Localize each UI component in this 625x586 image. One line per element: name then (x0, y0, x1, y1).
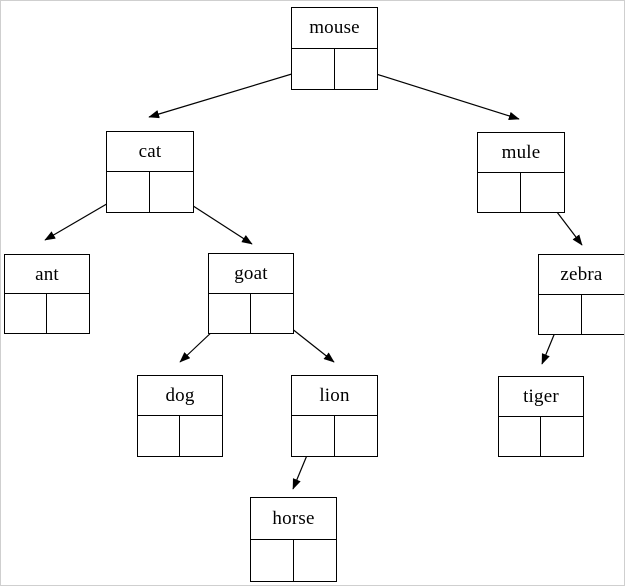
tree-node-label: goat (209, 254, 293, 294)
tree-node-cat: cat (106, 131, 194, 213)
tree-node-pointer-cells (539, 294, 625, 335)
right-pointer-cell (521, 173, 564, 213)
tree-node-label: zebra (539, 255, 624, 295)
tree-node-label: lion (292, 376, 377, 416)
tree-node-pointer-cells (209, 293, 293, 334)
left-pointer-cell (138, 416, 180, 456)
tree-node-pointer-cells (138, 416, 222, 456)
right-pointer-cell (335, 49, 378, 90)
tree-node-label: ant (5, 255, 89, 294)
right-pointer-cell (47, 294, 89, 333)
right-pointer-cell (150, 172, 193, 212)
tree-node-goat: goat (208, 253, 294, 334)
tree-node-label: cat (107, 132, 193, 172)
tree-node-mouse: mouse (291, 7, 378, 90)
left-pointer-cell (209, 293, 251, 333)
tree-node-mule: mule (477, 132, 565, 213)
left-pointer-cell (107, 172, 150, 212)
tree-node-dog: dog (137, 375, 223, 457)
left-pointer-cell (539, 294, 582, 334)
right-pointer-cell (251, 294, 293, 334)
tree-node-pointer-cells (292, 416, 377, 456)
tree-node-label: horse (251, 498, 336, 540)
tree-node-pointer-cells (499, 416, 583, 457)
tree-node-zebra: zebra (538, 254, 625, 335)
tree-node-pointer-cells (478, 172, 564, 213)
right-pointer-cell (582, 295, 625, 335)
right-pointer-cell (180, 416, 222, 456)
tree-node-label: mule (478, 133, 564, 173)
left-pointer-cell (292, 48, 335, 89)
left-pointer-cell (478, 172, 521, 212)
tree-node-pointer-cells (251, 539, 337, 582)
left-pointer-cell (292, 416, 335, 456)
left-pointer-cell (499, 416, 541, 456)
right-pointer-cell (294, 540, 337, 582)
tree-node-lion: lion (291, 375, 378, 457)
left-pointer-cell (251, 539, 294, 581)
tree-node-pointer-cells (5, 294, 89, 333)
tree-node-ant: ant (4, 254, 90, 334)
right-pointer-cell (335, 416, 378, 456)
tree-node-pointer-cells (292, 48, 378, 90)
tree-node-label: tiger (499, 377, 583, 417)
tree-node-pointer-cells (107, 172, 193, 212)
right-pointer-cell (541, 417, 583, 457)
tree-edge-mouse-to-mule (353, 66, 520, 120)
tree-node-label: mouse (292, 8, 377, 49)
tree-node-tiger: tiger (498, 376, 584, 457)
tree-node-label: dog (138, 376, 222, 416)
tree-node-horse: horse (250, 497, 337, 582)
left-pointer-cell (5, 294, 47, 333)
